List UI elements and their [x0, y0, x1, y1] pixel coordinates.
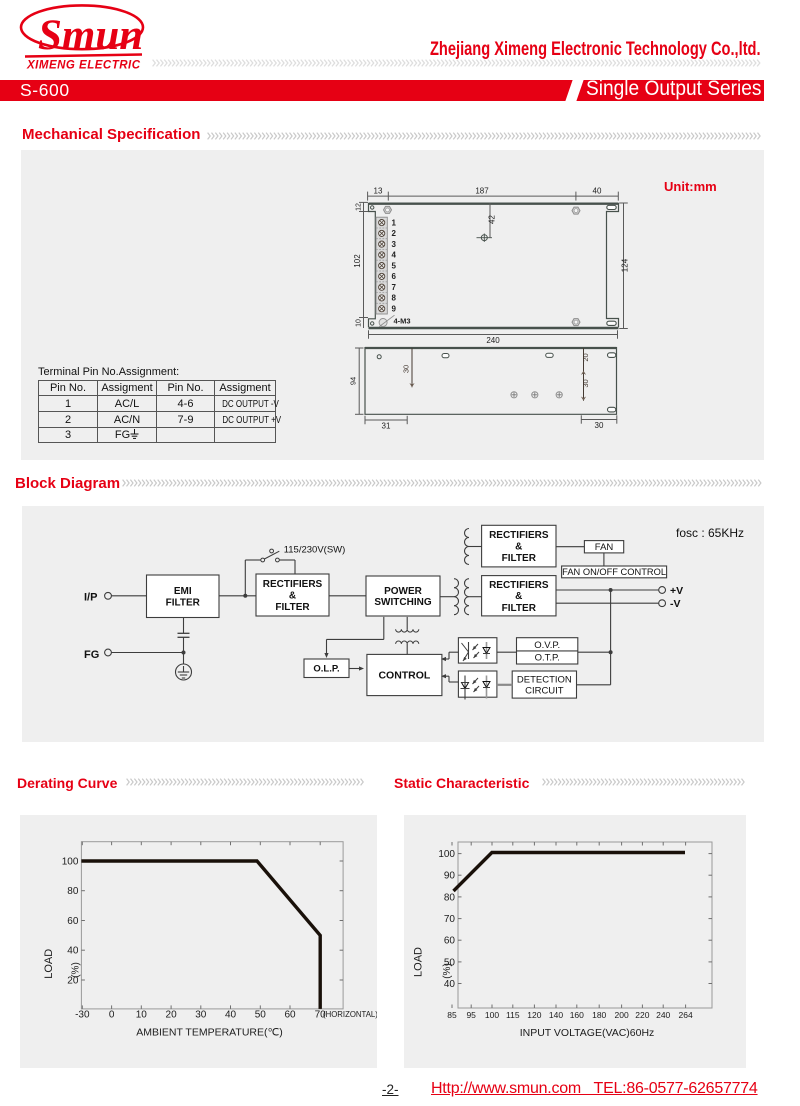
svg-text:50: 50 [255, 1010, 267, 1021]
svg-text:FILTER: FILTER [502, 553, 537, 564]
svg-text:42: 42 [488, 215, 497, 224]
svg-text:5: 5 [392, 261, 397, 270]
svg-text:SWITCHING: SWITCHING [374, 597, 431, 608]
svg-text:LOAD: LOAD [413, 947, 425, 977]
svg-text:20: 20 [581, 353, 590, 361]
svg-text:80: 80 [444, 892, 456, 903]
svg-text:240: 240 [486, 336, 500, 345]
svg-text:94: 94 [349, 377, 358, 385]
svg-text:100: 100 [485, 1010, 499, 1020]
svg-text:140: 140 [549, 1010, 563, 1020]
svg-text:FILTER: FILTER [275, 602, 310, 613]
svg-text:120: 120 [527, 1010, 541, 1020]
svg-text:fosc : 65KHz: fosc : 65KHz [676, 526, 744, 540]
svg-text:60: 60 [67, 916, 79, 927]
svg-text:8: 8 [392, 294, 397, 303]
svg-text:FG: FG [84, 649, 99, 661]
svg-text:FAN: FAN [595, 542, 614, 553]
svg-text:240: 240 [656, 1010, 670, 1020]
svg-text:-V: -V [670, 598, 681, 610]
svg-text:200: 200 [615, 1010, 629, 1020]
svg-text:80: 80 [67, 886, 79, 897]
svg-text:4-M3: 4-M3 [394, 316, 411, 325]
svg-text:40: 40 [444, 979, 456, 990]
svg-text:FAN ON/OFF CONTROL: FAN ON/OFF CONTROL [562, 567, 666, 577]
svg-text:20: 20 [67, 976, 79, 987]
svg-text:9: 9 [392, 304, 397, 313]
svg-text:70: 70 [315, 1010, 327, 1021]
svg-text:XIMENG ELECTRIC: XIMENG ELECTRIC [26, 60, 141, 72]
svg-text:50: 50 [444, 957, 456, 968]
svg-text:160: 160 [570, 1010, 584, 1020]
svg-text:CIRCUIT: CIRCUIT [525, 685, 564, 696]
svg-text:FILTER: FILTER [502, 603, 537, 614]
svg-text:6: 6 [392, 272, 397, 281]
svg-text:90: 90 [444, 871, 456, 882]
svg-text:20: 20 [166, 1010, 178, 1021]
svg-text:220: 220 [635, 1010, 649, 1020]
svg-text:1: 1 [392, 218, 397, 227]
svg-text:CONTROL: CONTROL [378, 670, 430, 682]
svg-text:30: 30 [595, 421, 604, 430]
svg-text:O.V.P.: O.V.P. [534, 640, 560, 651]
svg-text:31: 31 [382, 422, 391, 431]
svg-text:&: & [289, 591, 296, 602]
svg-text:10: 10 [136, 1010, 148, 1021]
svg-text:12: 12 [355, 203, 362, 211]
svg-text:O.L.P.: O.L.P. [313, 664, 339, 675]
svg-text:(HORIZONTAL): (HORIZONTAL) [323, 1010, 377, 1019]
svg-text:Smun: Smun [38, 12, 143, 59]
svg-text:180: 180 [592, 1010, 606, 1020]
svg-text:-30: -30 [75, 1010, 90, 1021]
svg-text:RECTIFIERS: RECTIFIERS [489, 580, 549, 591]
svg-text:2: 2 [392, 229, 397, 238]
svg-text:FILTER: FILTER [166, 598, 201, 609]
svg-text:100: 100 [62, 857, 79, 868]
svg-text:102: 102 [353, 254, 362, 268]
svg-text:INPUT VOLTAGE(VAC)60Hz: INPUT VOLTAGE(VAC)60Hz [520, 1027, 655, 1039]
svg-text:100: 100 [438, 849, 455, 860]
svg-text:AMBIENT TEMPERATURE(℃): AMBIENT TEMPERATURE(℃) [136, 1026, 283, 1038]
svg-text:POWER: POWER [384, 586, 423, 597]
svg-text:40: 40 [225, 1010, 237, 1021]
svg-text:+V: +V [670, 585, 683, 597]
svg-text:(%): (%) [71, 962, 82, 978]
svg-text:LOAD: LOAD [43, 949, 55, 979]
svg-text:124: 124 [621, 258, 630, 272]
svg-text:3: 3 [392, 240, 397, 249]
svg-text:4: 4 [392, 251, 397, 260]
svg-text:40: 40 [593, 187, 602, 196]
svg-text:(%): (%) [442, 963, 453, 979]
svg-text:30: 30 [195, 1010, 207, 1021]
svg-text:0: 0 [109, 1010, 115, 1021]
svg-text:DETECTION: DETECTION [517, 674, 572, 685]
svg-text:&: & [515, 591, 522, 602]
svg-text:10: 10 [355, 319, 362, 327]
svg-text:60: 60 [444, 936, 456, 947]
svg-text:95: 95 [466, 1010, 476, 1020]
svg-text:EMI: EMI [174, 586, 192, 597]
svg-text:40: 40 [67, 946, 79, 957]
svg-text:85: 85 [447, 1010, 457, 1020]
svg-text:30: 30 [402, 365, 411, 373]
svg-text:187: 187 [475, 187, 489, 196]
svg-text:RECTIFIERS: RECTIFIERS [489, 530, 549, 541]
svg-text:7: 7 [392, 283, 397, 292]
svg-text:115/230V(SW): 115/230V(SW) [284, 544, 346, 555]
svg-text:264: 264 [679, 1010, 693, 1020]
svg-text:&: & [515, 542, 522, 553]
svg-text:60: 60 [284, 1010, 296, 1021]
svg-text:RECTIFIERS: RECTIFIERS [263, 579, 323, 590]
svg-text:O.T.P.: O.T.P. [535, 652, 560, 663]
svg-text:30: 30 [581, 379, 590, 387]
svg-text:13: 13 [374, 187, 383, 196]
svg-text:I/P: I/P [84, 592, 97, 604]
svg-text:70: 70 [444, 914, 456, 925]
svg-text:115: 115 [506, 1010, 520, 1020]
